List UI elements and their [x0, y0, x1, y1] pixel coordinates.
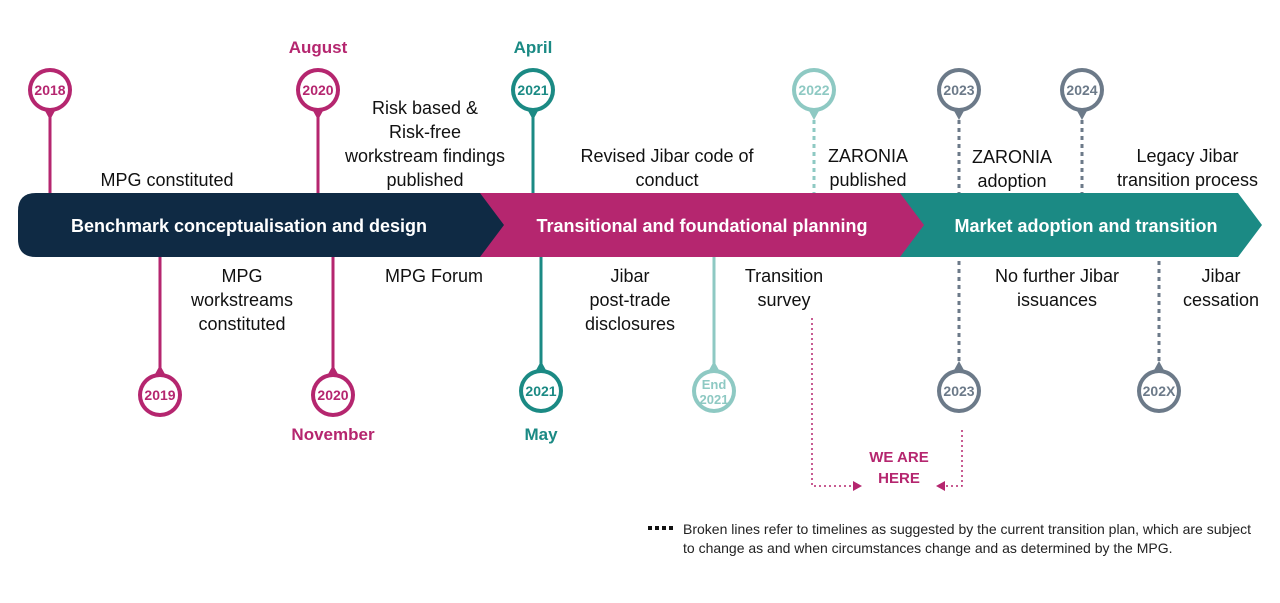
milestone-year: 2019: [144, 387, 175, 403]
pin-inner-disc: [941, 72, 977, 108]
milestone-pin-m2023bot: 2023: [937, 257, 981, 413]
right-dotted-connector: [943, 430, 963, 487]
arrowhead-right: [853, 481, 862, 491]
phase-label-market: Market adoption and transition: [954, 216, 1217, 236]
milestone-pin-m2020aug: 2020: [296, 68, 340, 193]
milestone-pin-m2018: 2018: [28, 68, 72, 193]
event-no-further-jibar: No further Jibar issuances: [994, 266, 1120, 310]
event-legacy-jibar: Legacy Jibar transition process: [1116, 146, 1259, 190]
pin-inner-disc: [515, 72, 551, 108]
milestone-pin-m2023top: 2023: [937, 68, 981, 193]
pin-inner-disc: [315, 377, 351, 413]
milestone-pin-m2020nov: 2020: [311, 257, 355, 417]
month-november: November: [291, 425, 375, 444]
event-transition-survey: Transition survey: [744, 266, 824, 310]
event-mpg-forum: MPG Forum: [384, 266, 483, 286]
milestone-year: 2021: [517, 82, 548, 98]
event-zaronia-adoption: ZARONIA adoption: [971, 147, 1052, 191]
milestone-pin-m2022: 2022: [792, 68, 836, 193]
pin-inner-disc: [1141, 373, 1177, 409]
phase-label-benchmark: Benchmark conceptualisation and design: [71, 216, 427, 236]
milestone-year: 2023: [943, 383, 974, 399]
we-are-here-arrows: [811, 318, 963, 487]
event-jibar-cessation: Jibar cessation: [1182, 266, 1260, 310]
month-april: April: [513, 38, 553, 57]
we-are-here-label: WE ARE HERE: [869, 449, 929, 487]
milestone-year: 2020: [317, 387, 348, 403]
milestone-pin-m2021may: 2021: [519, 257, 563, 413]
milestone-year: 202X: [1143, 383, 1176, 399]
milestone-year: 2023: [943, 82, 974, 98]
event-revised-jibar-code: Revised Jibar code of conduct: [580, 146, 754, 190]
event-mpg-workstreams: MPG workstreams constituted: [190, 266, 293, 334]
milestone-pin-m2024: 2024: [1060, 68, 1104, 193]
footnote: Broken lines refer to timelines as sugge…: [683, 521, 1252, 556]
pin-inner-disc: [300, 72, 336, 108]
pin-inner-disc: [523, 373, 559, 409]
milestone-pin-m202x: 202X: [1137, 257, 1181, 413]
event-jibar-post-trade: Jibar post-trade disclosures: [584, 266, 676, 334]
pin-inner-disc: [696, 373, 732, 409]
milestone-pin-m2019: 2019: [138, 257, 182, 417]
pin-inner-disc: [32, 72, 68, 108]
event-mpg-constituted: MPG constituted: [100, 170, 234, 190]
pin-inner-disc: [1064, 72, 1100, 108]
phase-band-market: [900, 193, 1262, 257]
event-risk-findings: Risk based & Risk-free workstream findin…: [344, 98, 506, 190]
pin-inner-disc: [142, 377, 178, 413]
milestone-pin-m2021apr: 2021: [511, 68, 555, 193]
pin-inner-disc: [941, 373, 977, 409]
milestone-year: 2018: [34, 82, 65, 98]
event-zaronia-published: ZARONIA published: [827, 146, 908, 190]
left-dotted-connector: [811, 318, 855, 487]
pin-inner-disc: [796, 72, 832, 108]
milestone-year: 2022: [798, 82, 829, 98]
dashed-line-legend-icon: [648, 526, 674, 530]
milestone-year: 2021: [525, 383, 556, 399]
phase-band-benchmark: [18, 193, 506, 257]
arrowhead-left: [936, 481, 945, 491]
milestone-year: 2020: [302, 82, 333, 98]
phase-band-transitional: [480, 193, 926, 257]
month-august: August: [288, 38, 348, 57]
milestone-year: 2024: [1066, 82, 1097, 98]
phase-label-transitional: Transitional and foundational planning: [537, 216, 868, 236]
month-may: May: [524, 425, 558, 444]
